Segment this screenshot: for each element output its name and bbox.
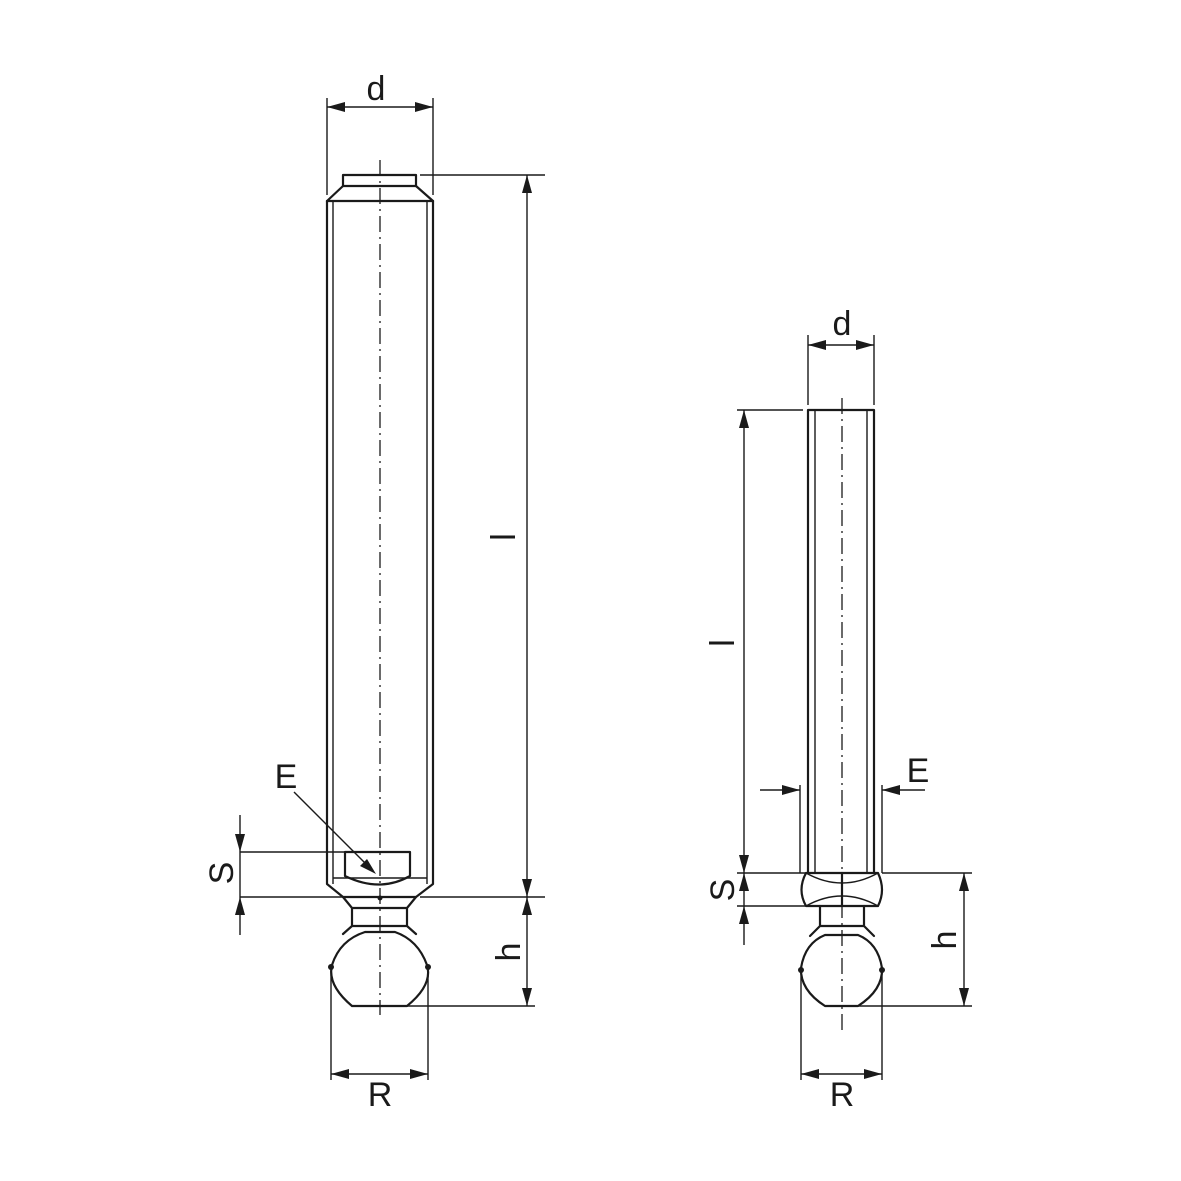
right-label-d: d — [833, 305, 852, 343]
left-label-h: h — [490, 943, 528, 962]
left-top-cap — [341, 173, 418, 188]
right-r-arrow-left — [801, 1069, 819, 1079]
right-ball — [799, 933, 884, 1008]
right-r-arrow-right — [864, 1069, 882, 1079]
right-d-arrow-right — [856, 340, 874, 350]
left-part: d l h S E R — [203, 70, 545, 1114]
right-e-arrow-left — [782, 785, 800, 795]
right-h-arrow-top — [959, 873, 969, 891]
right-label-e: E — [907, 752, 930, 790]
left-d-arrow-right — [415, 102, 433, 112]
left-r-arrow-right — [410, 1069, 428, 1079]
right-label-l: l — [704, 639, 742, 647]
left-label-s: S — [203, 862, 241, 885]
left-neck — [341, 895, 418, 936]
left-h-arrow-bottom — [522, 988, 532, 1006]
right-part: d l S E h R — [704, 305, 972, 1114]
left-h-arrow-top — [522, 897, 532, 915]
right-neck — [808, 904, 876, 938]
right-body-outline — [806, 408, 876, 875]
left-label-r: R — [368, 1076, 393, 1114]
left-e-arrow — [360, 859, 376, 874]
left-s-arrow-top — [235, 834, 245, 852]
left-hex-socket — [343, 850, 412, 886]
left-e-leader — [293, 791, 373, 871]
left-l-arrow-top — [522, 175, 532, 193]
left-label-l: l — [485, 533, 523, 541]
right-s-arrow-top — [739, 873, 749, 891]
left-s-arrow-bottom — [235, 897, 245, 915]
left-label-e: E — [275, 758, 298, 796]
left-r-arrow-left — [331, 1069, 349, 1079]
right-d-arrow-left — [808, 340, 826, 350]
left-label-d: d — [367, 70, 386, 108]
right-label-s: S — [704, 879, 742, 902]
right-s-arrow-bottom — [739, 906, 749, 924]
right-l-arrow-bottom — [739, 855, 749, 873]
left-l-arrow-bottom — [522, 879, 532, 897]
left-d-arrow-left — [327, 102, 345, 112]
right-label-h: h — [926, 931, 964, 950]
right-l-arrow-top — [739, 410, 749, 428]
right-label-r: R — [830, 1076, 855, 1114]
right-e-arrow-right — [882, 785, 900, 795]
right-h-arrow-bottom — [959, 988, 969, 1006]
